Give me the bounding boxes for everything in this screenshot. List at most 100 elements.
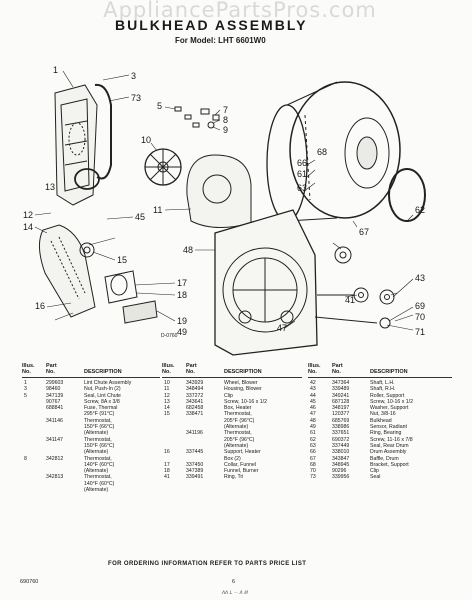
callout-16: 16 — [35, 301, 45, 311]
part-description: 140°F (60°C) — [84, 480, 115, 487]
callout-14: 14 — [23, 222, 33, 232]
header-illus-1: Illus. — [162, 363, 175, 369]
callout-43: 43 — [415, 273, 425, 283]
header-illus-1: Illus. — [308, 363, 321, 369]
parts-row: 205°F (96°C) — [162, 418, 302, 424]
part-description: Nut, Push-In (2) — [84, 386, 121, 393]
part-description: Screw, 10-16 x 1/2 — [224, 398, 267, 405]
header-part-1: Part — [46, 363, 57, 369]
illus-number: 3 — [24, 386, 27, 393]
callout-9: 9 — [223, 125, 228, 135]
parts-row: Box (2) — [162, 456, 302, 462]
illus-number: 14 — [164, 405, 170, 412]
callout-41: 41 — [345, 295, 355, 305]
callout-11: 11 — [153, 205, 162, 215]
header-illus-2: No. — [22, 369, 31, 375]
header-part-1: Part — [332, 363, 343, 369]
part-number: 342812 — [46, 455, 64, 462]
callout-3: 3 — [131, 71, 136, 81]
part-number: 341196 — [186, 430, 203, 437]
part-number: 685769 — [332, 417, 350, 424]
parts-row: 150°F (66°C) — [22, 424, 160, 430]
part-number: 682458 — [186, 405, 204, 412]
part-description: Bracket, Support — [370, 461, 409, 468]
callout-61: 61 — [297, 169, 307, 179]
part-number: 90296 — [332, 468, 347, 475]
doc-code: 690760 — [20, 579, 39, 585]
part-description: Drum Assembly — [370, 449, 407, 456]
header-part-2: No. — [332, 369, 341, 375]
callout-45: 45 — [135, 212, 145, 222]
part-number: 343929 — [186, 380, 204, 386]
parts-row: 3 98460 Nut, Push-In (2) — [22, 386, 160, 392]
illus-number: 62 — [310, 436, 316, 443]
part-description: Screw, 8A x 3/8 — [84, 398, 120, 405]
part-number: 337445 — [186, 449, 204, 456]
part-description: 150°F (66°C) — [84, 442, 115, 449]
part-description: Roller, Support — [370, 392, 405, 399]
parts-row: (Alternate) — [22, 449, 160, 455]
part-number: 348945 — [332, 461, 350, 468]
part-description: Wheel, Blower — [224, 380, 258, 386]
part-number: 343641 — [186, 398, 204, 405]
header-part-2: No. — [46, 369, 55, 375]
watermark-text: AppliancePartsPros.com — [103, 0, 377, 22]
callout-49: 49 — [177, 327, 187, 337]
part-number: 343847 — [332, 455, 350, 462]
part-description: (Alternate) — [84, 449, 109, 456]
part-number: 348494 — [186, 386, 204, 393]
illus-number: 1 — [24, 380, 27, 386]
part-number: 98460 — [46, 386, 61, 393]
part-description: Support, Heater — [224, 449, 261, 456]
part-number: 338471 — [186, 411, 204, 418]
callout-10: 10 — [141, 135, 151, 145]
illus-number: 15 — [164, 411, 170, 418]
callout-48: 48 — [183, 245, 193, 255]
page-number: 6 — [232, 579, 236, 585]
part-number: 337272 — [186, 392, 204, 399]
callout-67: 67 — [359, 227, 369, 237]
part-description: (Alternate) — [224, 442, 249, 449]
illus-number: 41 — [164, 474, 170, 481]
header-description: DESCRIPTION — [224, 369, 262, 375]
column-header: Illus. No. Part No. DESCRIPTION — [22, 363, 160, 378]
callout-12: 12 — [23, 210, 33, 220]
callout-63: 63 — [297, 183, 307, 193]
part-number: 337450 — [186, 461, 204, 468]
illus-number: 47 — [310, 411, 316, 418]
part-number: 339956 — [332, 474, 350, 481]
parts-row: (Alternate) — [22, 468, 160, 474]
part-description: Seal, Lint Chute — [84, 392, 121, 399]
parts-row: (Alternate) — [162, 424, 302, 430]
part-number: 338010 — [332, 449, 350, 456]
part-description: Thermostat, — [224, 430, 252, 437]
part-description: Ring, Bearing — [370, 430, 402, 437]
part-description: Nut, 3/8-16 — [370, 411, 396, 418]
exploded-diagram: 1 3 73 5 7 8 9 10 11 12 13 14 15 16 17 1… — [23, 65, 426, 356]
illus-number: 11 — [164, 386, 170, 393]
callout-68: 68 — [317, 147, 327, 157]
part-number: 342813 — [46, 474, 64, 481]
part-description: Fuse, Thermal — [84, 405, 118, 412]
illus-number: 48 — [310, 417, 316, 424]
part-description: (Alternate) — [84, 430, 109, 437]
callout-62: 62 — [415, 205, 425, 215]
illus-number: 67 — [310, 455, 316, 462]
part-number: 347139 — [46, 392, 64, 399]
